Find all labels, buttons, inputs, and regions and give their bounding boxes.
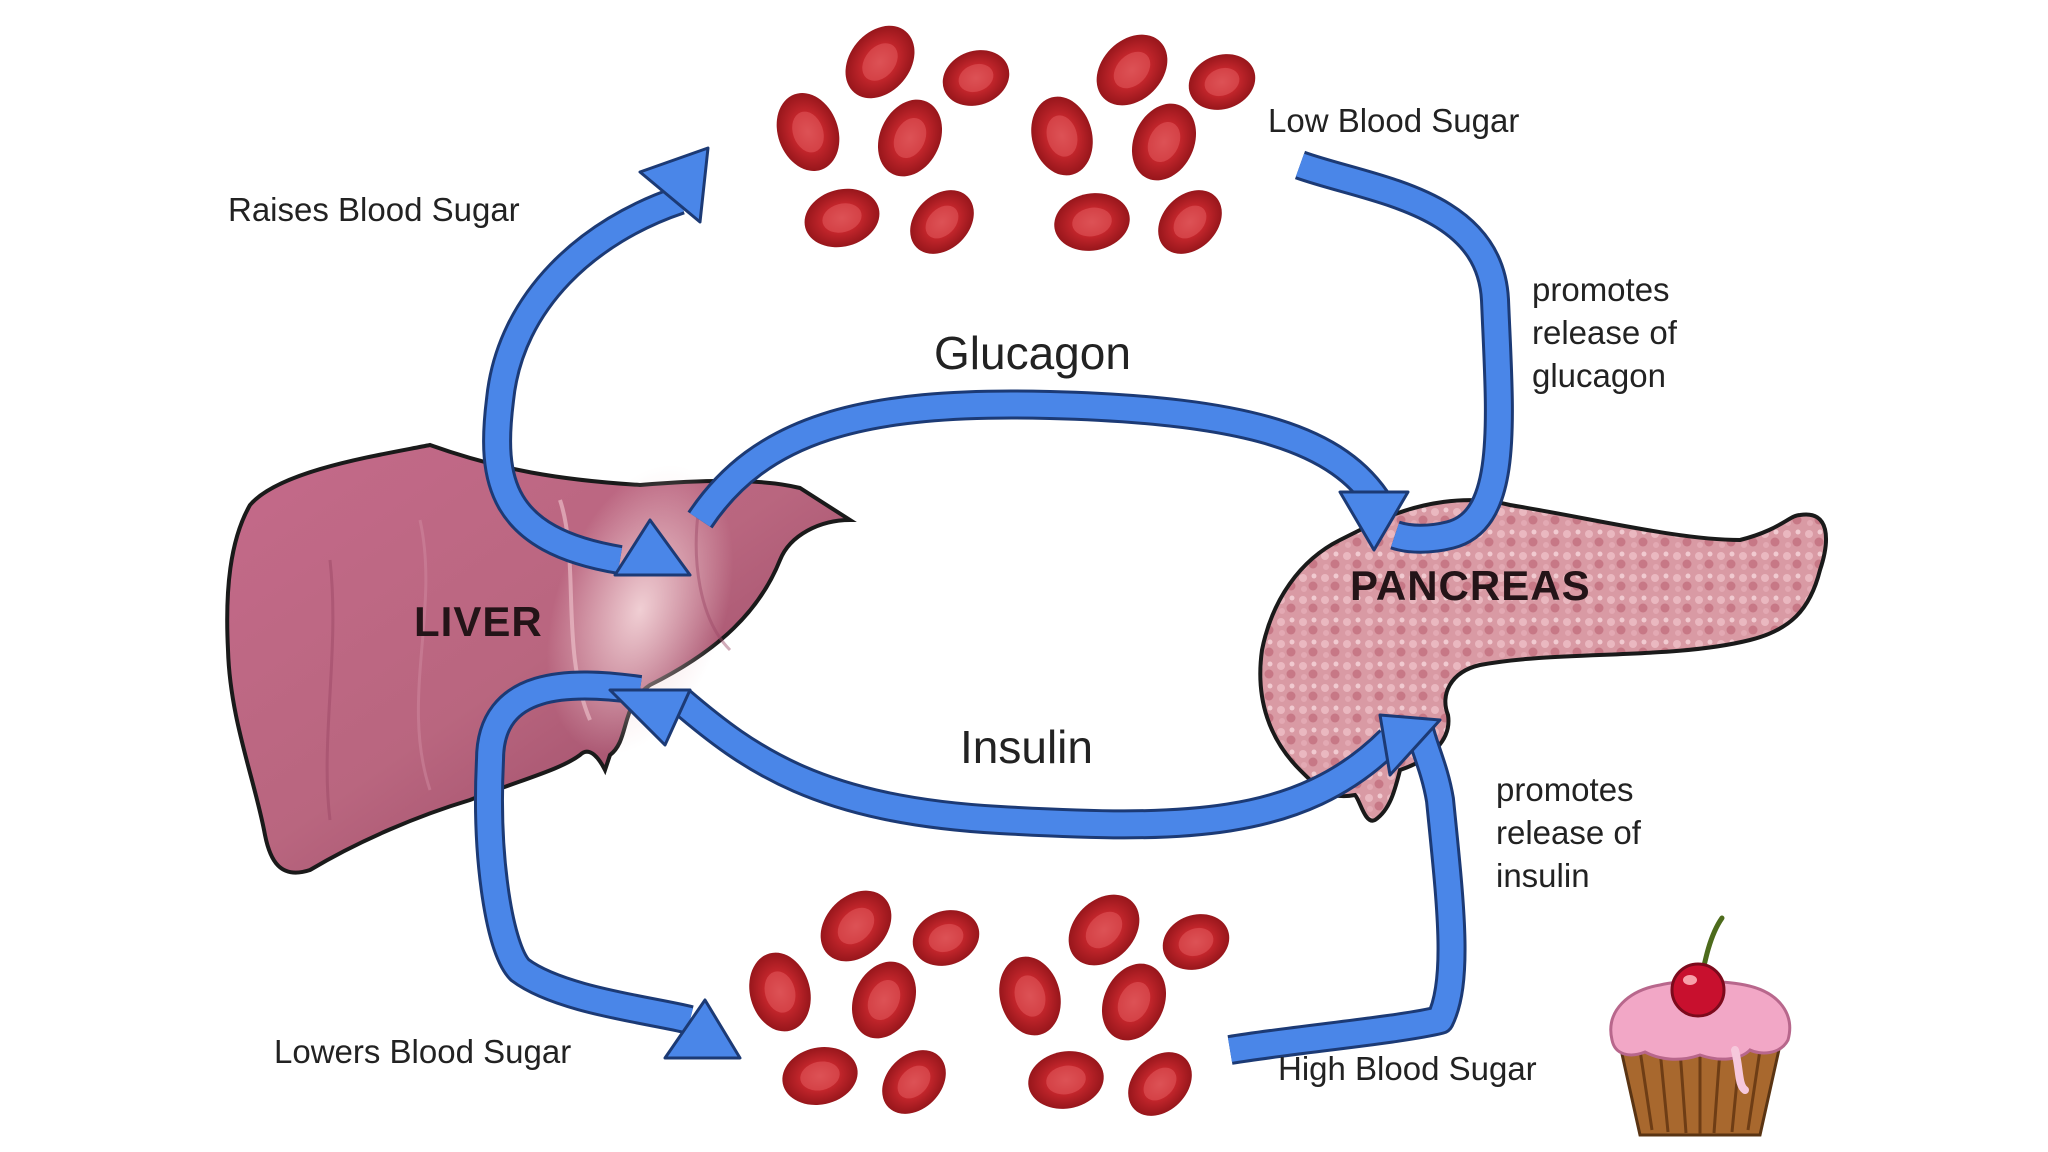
blood-cell-icon xyxy=(1119,93,1209,191)
arrow-liver-lowers-blood-sugar xyxy=(477,673,693,1032)
blood-cell-icon xyxy=(1145,177,1235,267)
label-high-blood-sugar: High Blood Sugar xyxy=(1278,1050,1537,1087)
blood-cell-icon xyxy=(797,180,887,256)
arrowhead-icon xyxy=(613,518,692,577)
arrow-low-sugar-to-pancreas xyxy=(1295,153,1511,551)
arrowhead-icon xyxy=(1338,490,1410,552)
arrow-insulin xyxy=(672,690,1399,837)
blood-cell-icon xyxy=(1180,44,1264,120)
blood-cell-icon xyxy=(1023,1045,1109,1115)
arrowhead-icon xyxy=(608,688,692,747)
arrowheads xyxy=(608,146,1442,1060)
blood-cell-icon xyxy=(839,951,929,1049)
blood-cell-icon xyxy=(897,177,987,267)
blood-cell-icon xyxy=(806,876,906,976)
label-liver: LIVER xyxy=(414,598,543,645)
label-low-blood-sugar: Low Blood Sugar xyxy=(1268,102,1520,139)
label-glucagon: Glucagon xyxy=(934,327,1131,379)
blood-cells-top xyxy=(766,12,1264,267)
blood-cell-icon xyxy=(740,945,820,1039)
blood-cells-bottom xyxy=(740,876,1238,1129)
blood-cell-icon xyxy=(1115,1039,1205,1129)
arrow-high-sugar-to-pancreas xyxy=(1228,726,1464,1062)
blood-cell-icon xyxy=(904,900,988,976)
blood-cell-icon xyxy=(1089,953,1179,1051)
label-insulin: Insulin xyxy=(960,721,1093,773)
label-promotes-insulin: promotes release of insulin xyxy=(1496,771,1641,894)
blood-cell-icon xyxy=(831,12,929,112)
arrowhead-icon xyxy=(1378,713,1442,777)
arrow-glucagon xyxy=(690,392,1391,527)
blood-cell-icon xyxy=(990,949,1070,1043)
label-promotes-glucagon: promotes release of glucagon xyxy=(1532,271,1677,394)
label-raises-blood-sugar: Raises Blood Sugar xyxy=(228,191,520,228)
cherry-icon xyxy=(1670,962,1726,1018)
label-lowers-blood-sugar: Lowers Blood Sugar xyxy=(274,1033,572,1070)
label-pancreas: PANCREAS xyxy=(1350,562,1591,609)
arrowhead-icon xyxy=(663,998,742,1060)
liver-illustration xyxy=(225,442,857,875)
blood-cell-icon xyxy=(1022,89,1102,183)
blood-cell-icon xyxy=(934,40,1018,116)
blood-cell-icon xyxy=(869,1037,959,1127)
blood-cell-icon xyxy=(865,89,955,187)
cupcake-icon xyxy=(1609,915,1792,1137)
blood-cell-icon xyxy=(1049,187,1135,257)
blood-cell-icon xyxy=(1154,904,1238,980)
arrow-liver-raises-blood-sugar xyxy=(485,188,684,572)
arrowhead-icon xyxy=(638,146,710,224)
arrows xyxy=(477,153,1511,1062)
blood-cell-icon xyxy=(776,1040,864,1112)
blood-cell-icon xyxy=(766,84,850,180)
